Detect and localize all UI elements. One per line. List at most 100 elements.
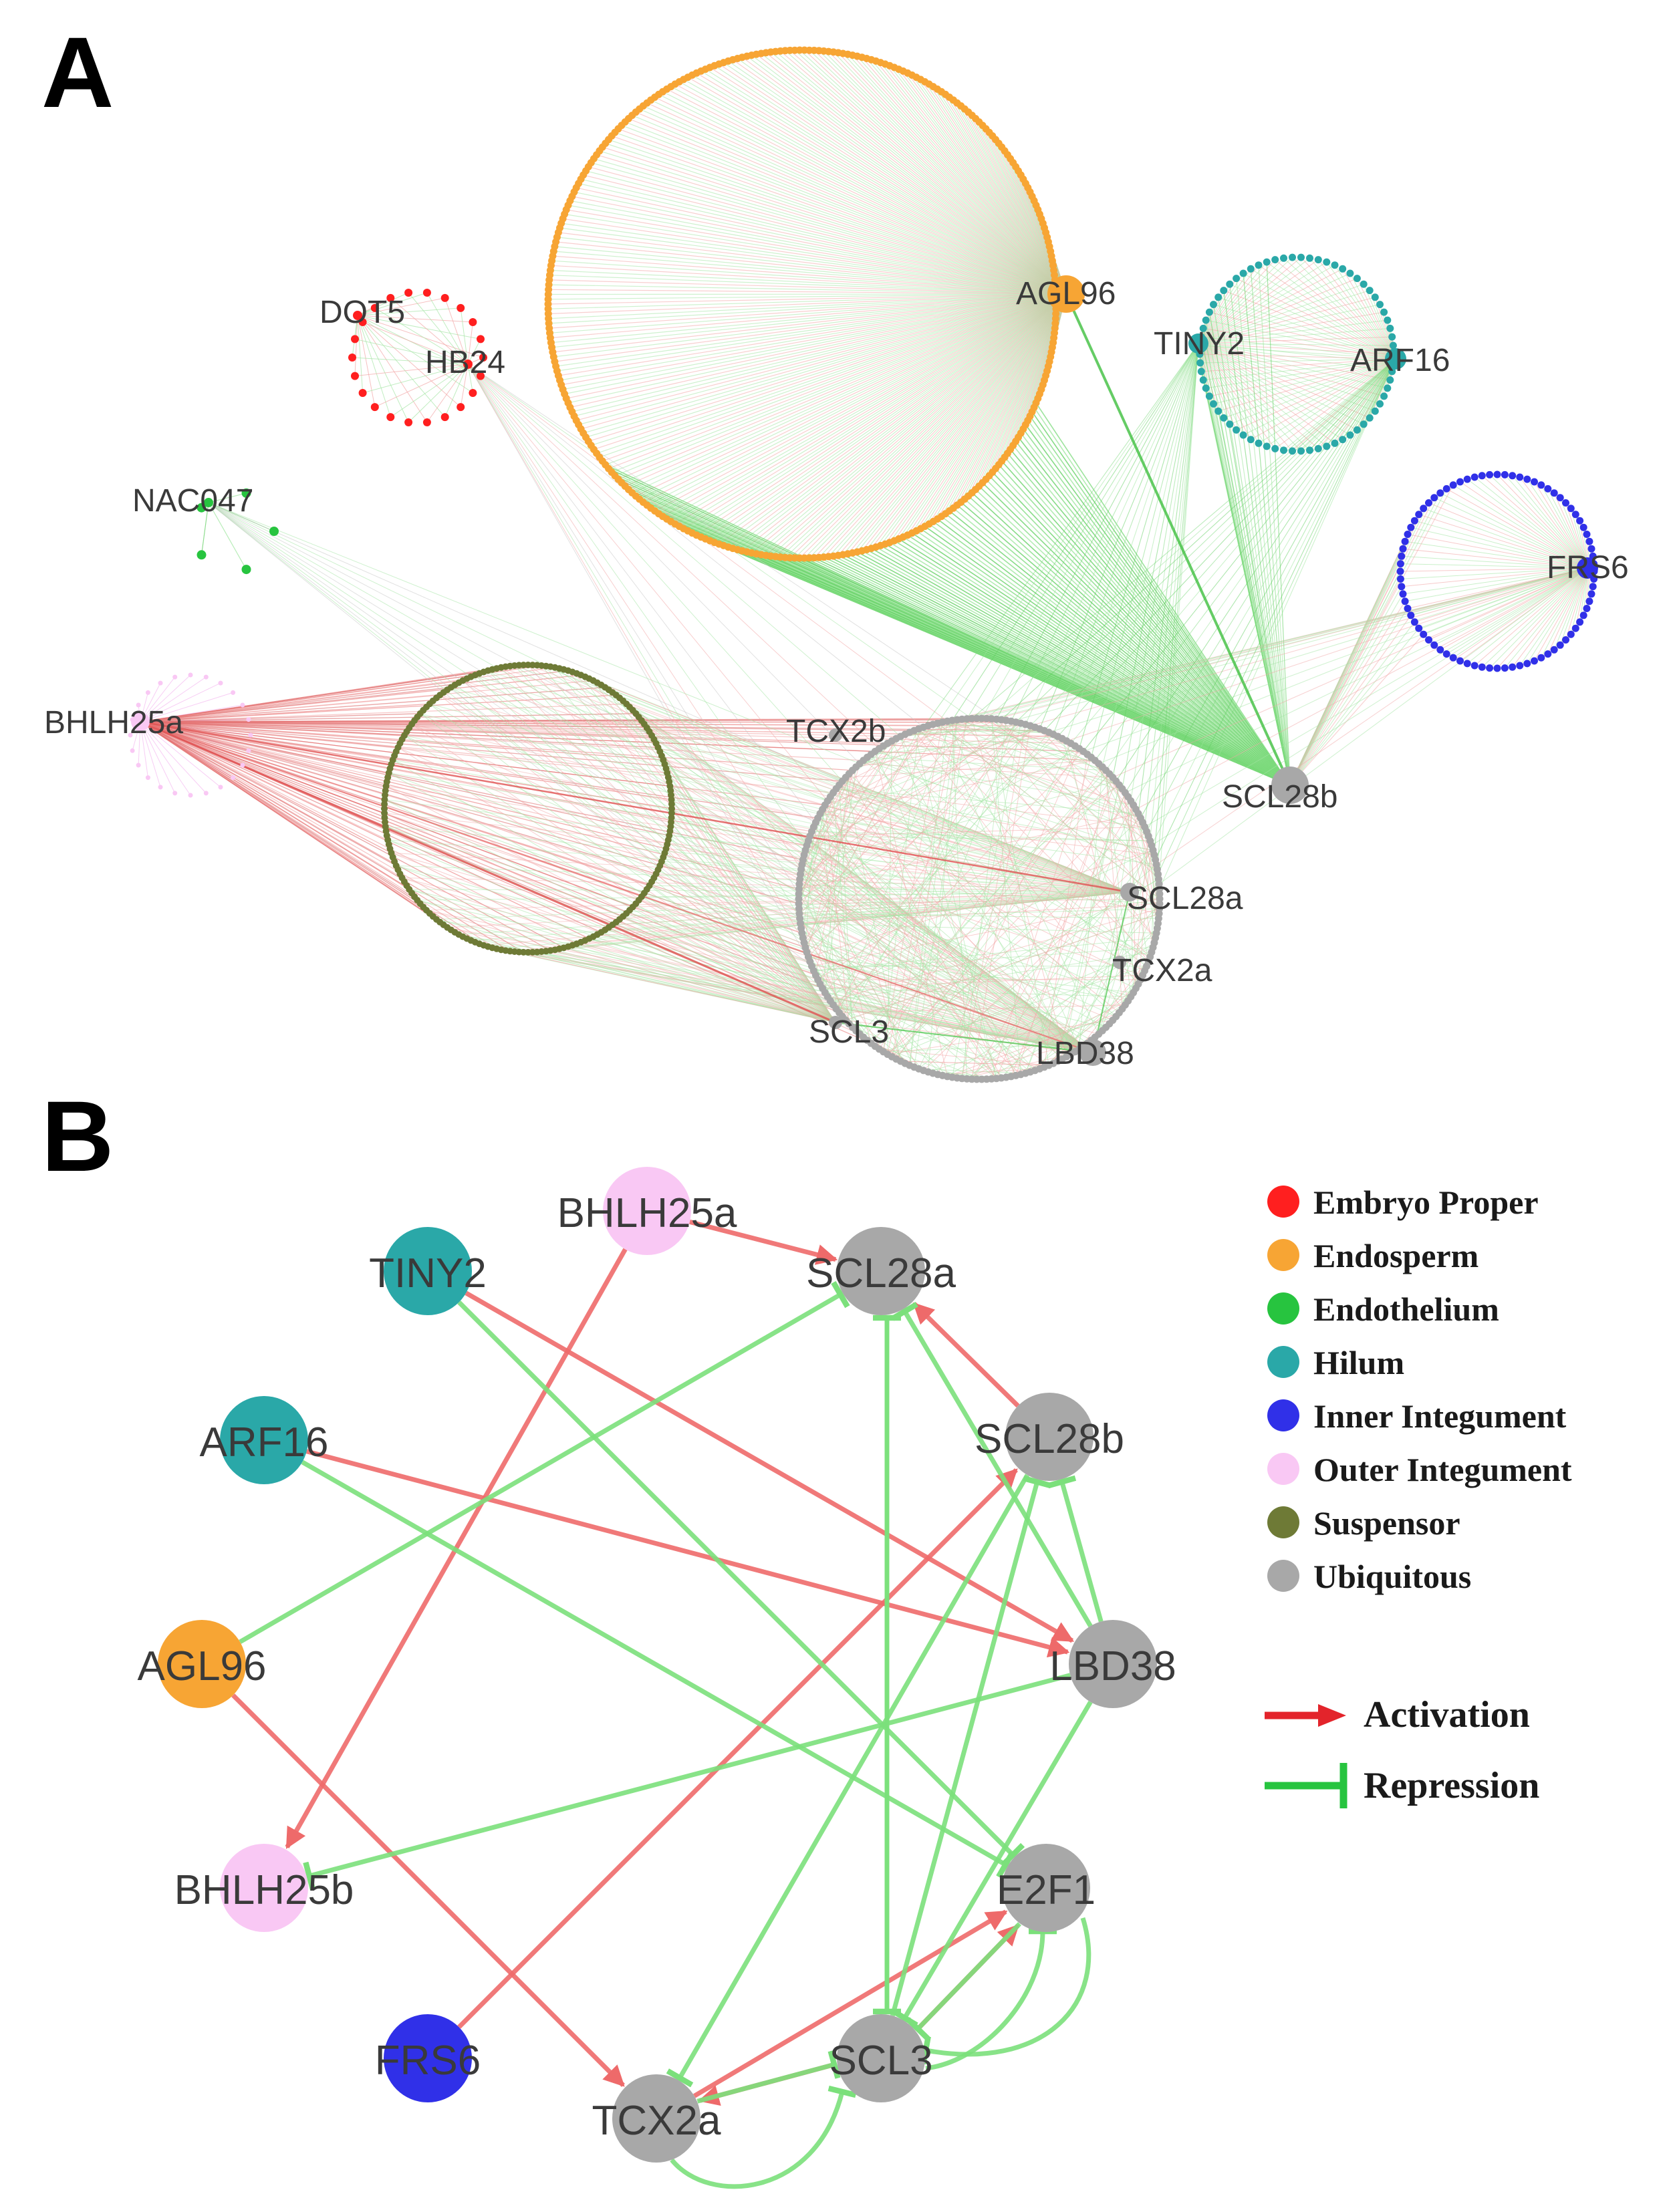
node-label-frs6: FRS6 bbox=[375, 2038, 481, 2084]
network-edge bbox=[392, 759, 1130, 893]
network-edge bbox=[847, 53, 1067, 295]
cluster-node bbox=[1247, 436, 1255, 444]
legend-label-inner-integument: Inner Integument bbox=[1313, 1397, 1567, 1435]
network-edge bbox=[662, 293, 1067, 517]
network-edge bbox=[548, 289, 1067, 295]
network-edge bbox=[1289, 601, 1406, 786]
network-edge bbox=[402, 877, 1130, 893]
network-edge bbox=[1198, 304, 1380, 344]
network-edge bbox=[447, 891, 1130, 928]
network-edge bbox=[1236, 278, 1396, 360]
network-edge bbox=[573, 191, 1067, 295]
network-edge bbox=[1125, 567, 1588, 793]
network-edge bbox=[1198, 257, 1301, 344]
network-edge bbox=[1155, 358, 1396, 860]
network-edge bbox=[833, 293, 1067, 557]
network-edge bbox=[1133, 836, 1149, 993]
network-edge bbox=[671, 799, 1094, 1053]
cluster-node bbox=[1205, 392, 1213, 400]
network-edge bbox=[357, 315, 484, 358]
node-lbd38: LBD38 bbox=[1049, 1620, 1176, 1708]
network-edge bbox=[357, 315, 428, 423]
network-edge bbox=[880, 62, 1067, 295]
network-edge bbox=[1497, 474, 1588, 569]
network-edge bbox=[801, 864, 843, 1017]
node-bhlh25b: BHLH25b bbox=[174, 1844, 354, 1932]
activation-legend-arrowhead bbox=[1318, 1704, 1346, 1727]
network-edge bbox=[808, 840, 1160, 914]
network-edge bbox=[1258, 265, 1291, 786]
network-edge bbox=[1275, 259, 1396, 360]
hub-node-tcx2a bbox=[1113, 956, 1126, 969]
network-edge bbox=[887, 719, 958, 1055]
network-edge bbox=[1519, 476, 1588, 569]
network-edge bbox=[140, 721, 402, 879]
network-edge bbox=[827, 849, 1154, 997]
network-edge bbox=[550, 269, 1067, 295]
network-edge bbox=[1418, 514, 1588, 569]
cluster-node bbox=[1263, 442, 1271, 450]
network-edge bbox=[591, 162, 1067, 295]
network-edge bbox=[650, 100, 1067, 295]
network-edge bbox=[662, 759, 836, 1023]
network-edge bbox=[576, 187, 1067, 295]
network-edge bbox=[981, 718, 1156, 938]
network-edge bbox=[1541, 567, 1588, 658]
network-edge bbox=[809, 835, 1136, 989]
network-edge bbox=[1440, 567, 1588, 650]
network-edge bbox=[911, 293, 1067, 533]
cluster-node bbox=[246, 748, 251, 753]
network-edge bbox=[1289, 497, 1435, 786]
cluster-node bbox=[1509, 663, 1517, 671]
edge-activation-agl96-tcx2a bbox=[231, 1693, 625, 2087]
network-edge bbox=[1198, 261, 1327, 344]
network-edge bbox=[541, 665, 1130, 893]
network-edge bbox=[1158, 343, 1199, 884]
network-edge bbox=[567, 670, 836, 1023]
network-edge bbox=[541, 665, 836, 1023]
network-edge bbox=[884, 293, 1067, 545]
cluster-node bbox=[1156, 890, 1164, 898]
legend-item-ubiquitous: Ubiquitous bbox=[1267, 1558, 1471, 1595]
network-edge bbox=[467, 364, 997, 720]
node-label-agl96: AGL96 bbox=[137, 1643, 266, 1689]
cluster-node bbox=[351, 372, 359, 380]
network-edge bbox=[798, 893, 906, 1064]
cluster-node bbox=[1396, 560, 1404, 568]
cluster-node bbox=[1202, 316, 1210, 324]
node-label-arf16: ARF16 bbox=[200, 1419, 329, 1466]
legend-item-endothelium: Endothelium bbox=[1267, 1290, 1499, 1328]
network-edge bbox=[1527, 478, 1588, 569]
cluster-node bbox=[1323, 258, 1331, 266]
node-tiny2: TINY2 bbox=[369, 1227, 487, 1315]
network-edge bbox=[799, 293, 1067, 559]
network-edge bbox=[789, 49, 1067, 295]
cluster-node bbox=[1220, 287, 1228, 295]
network-edge bbox=[839, 785, 1150, 958]
edge-repression-tcx2a-scl3 bbox=[696, 2050, 841, 2104]
network-edge bbox=[805, 827, 814, 948]
edge-repression-lbd38-scl28b bbox=[1047, 1475, 1104, 1623]
cluster-node bbox=[370, 303, 379, 312]
network-edge bbox=[140, 721, 803, 861]
hub-node-hb24 bbox=[463, 360, 473, 369]
network-edge bbox=[914, 730, 1049, 733]
network-edge bbox=[1043, 358, 1396, 731]
cluster-node bbox=[1531, 657, 1538, 665]
network-edge bbox=[1202, 328, 1291, 786]
network-edge bbox=[804, 49, 1067, 295]
network-edge bbox=[894, 67, 1067, 295]
network-edge bbox=[1405, 541, 1588, 569]
network-edge bbox=[852, 770, 1017, 1076]
network-edge bbox=[1198, 343, 1293, 452]
network-edge bbox=[1201, 336, 1396, 360]
network-edge bbox=[801, 928, 943, 1076]
network-edge bbox=[140, 721, 388, 841]
network-edge bbox=[599, 150, 1067, 295]
network-edge bbox=[696, 293, 1067, 536]
network-edge bbox=[709, 293, 1067, 541]
network-edge bbox=[679, 81, 1067, 295]
network-edge bbox=[799, 898, 1160, 904]
cluster-node bbox=[1587, 545, 1595, 553]
network-edge bbox=[467, 364, 828, 801]
